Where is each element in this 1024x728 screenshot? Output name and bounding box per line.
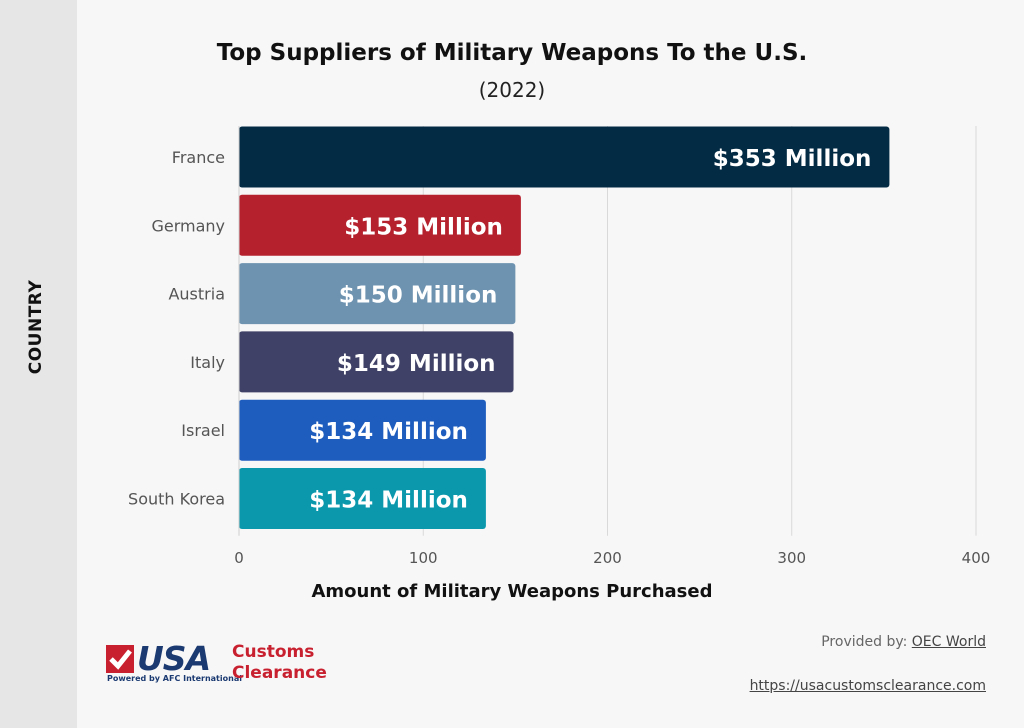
data-label: $134 Million: [309, 488, 468, 514]
bar: [239, 468, 486, 529]
source-link[interactable]: OEC World: [911, 634, 986, 650]
category-label: Italy: [190, 353, 225, 372]
logo-customs-line: Customs: [232, 642, 315, 662]
chart-subtitle: (2022): [478, 78, 546, 102]
logo-customs-text: Customs Clearance: [232, 642, 327, 684]
bar: [239, 331, 514, 393]
data-label: $134 Million: [309, 419, 468, 445]
x-tick-label: 300: [777, 549, 806, 567]
bar: [239, 263, 516, 325]
logo-usa-text: USA: [137, 639, 211, 678]
category-label: Germany: [151, 216, 225, 235]
data-label: $149 Million: [337, 351, 496, 377]
data-label: $153 Million: [344, 214, 503, 240]
x-axis-label: Amount of Military Weapons Purchased: [311, 581, 713, 602]
usa-customs-clearance-logo: USA Powered by AFC International Customs…: [106, 639, 346, 687]
bar: [239, 126, 890, 188]
side-band: [0, 0, 77, 728]
category-label: Austria: [168, 285, 225, 304]
data-label: $353 Million: [713, 146, 872, 172]
x-tick-label: 0: [234, 549, 244, 567]
website-link[interactable]: https://usacustomsclearance.com: [749, 678, 986, 694]
x-tick-label: 100: [409, 549, 438, 567]
data-label: $150 Million: [339, 283, 498, 309]
chart-title: Top Suppliers of Military Weapons To the…: [216, 40, 808, 66]
logo-powered-text: Powered by AFC International: [107, 674, 242, 683]
provided-by-label: Provided by:: [821, 634, 912, 650]
x-tick-label: 200: [593, 549, 622, 567]
bar: [239, 194, 521, 256]
provided-by: Provided by: OEC World: [821, 634, 986, 650]
logo-clearance-line: Clearance: [232, 663, 327, 683]
category-label: Israel: [181, 421, 225, 440]
bar: [239, 399, 486, 461]
x-tick-label: 400: [962, 549, 991, 567]
category-label: South Korea: [128, 490, 225, 509]
checkmark-icon: [106, 645, 134, 673]
category-label: France: [172, 148, 225, 167]
